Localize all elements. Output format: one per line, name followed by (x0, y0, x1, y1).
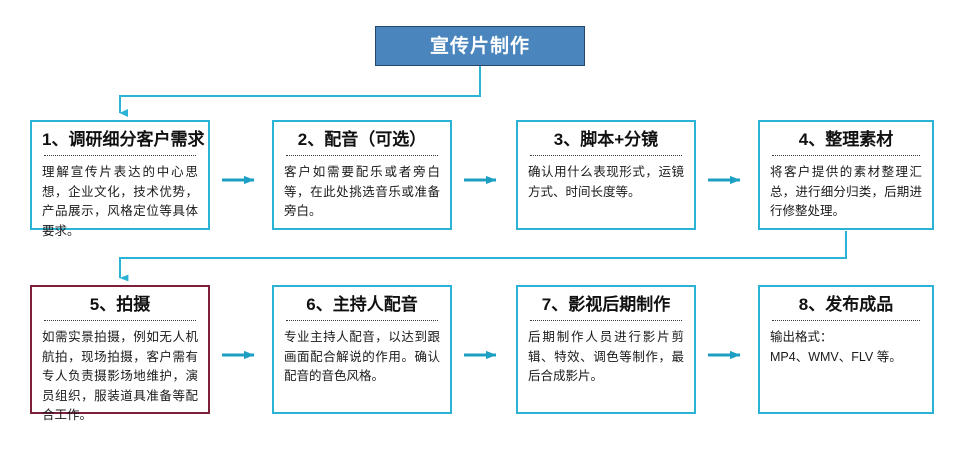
step-6-heading: 6、主持人配音 (306, 295, 418, 314)
diagram-title-text: 宣传片制作 (429, 35, 530, 57)
step-8-heading: 8、发布成品 (798, 295, 894, 314)
step-2-body: 客户如需要配乐或者旁白等，在此处挑选音乐或准备旁白。 (284, 165, 440, 219)
step-4-body: 将客户提供的素材整理汇总，进行细分归类，后期进行修整处理。 (770, 165, 922, 219)
step-box-4[interactable]: 4、整理素材 将客户提供的素材整理汇总，进行细分归类，后期进行修整处理。 (758, 120, 934, 230)
step-5-heading: 5、拍摄 (89, 295, 151, 314)
step-box-7[interactable]: 7、影视后期制作 后期制作人员进行影片剪辑、特效、调色等制作，最后合成影片。 (516, 285, 696, 414)
step-1-body: 理解宣传片表达的中心思想，企业文化，技术优势，产品展示，风格定位等具体要求。 (42, 165, 198, 238)
step-4-divider (772, 155, 920, 157)
step-6-body: 专业主持人配音，以达到跟画面配合解说的作用。确认配音的音色风格。 (284, 330, 440, 384)
diagram-title-box: 宣传片制作 (375, 26, 585, 66)
step-3-body: 确认用什么表现形式，运镜方式、时间长度等。 (528, 165, 684, 199)
step-8-body: 输出格式： MP4、WMV、FLV 等。 (770, 330, 902, 364)
step-2-divider (286, 155, 438, 157)
step-7-heading: 7、影视后期制作 (541, 295, 671, 314)
step-5-body: 如需实景拍摄，例如无人机航拍，现场拍摄，客户需有专人负责摄影场地维护，演员组织，… (42, 330, 198, 422)
step-8-divider (772, 320, 920, 322)
step-box-2[interactable]: 2、配音（可选） 客户如需要配乐或者旁白等，在此处挑选音乐或准备旁白。 (272, 120, 452, 230)
step-box-5[interactable]: 5、拍摄 如需实景拍摄，例如无人机航拍，现场拍摄，客户需有专人负责摄影场地维护，… (30, 285, 210, 422)
step-1-divider (44, 155, 196, 157)
step-box-3[interactable]: 3、脚本+分镜 确认用什么表现形式，运镜方式、时间长度等。 (516, 120, 696, 230)
step-7-divider (530, 320, 682, 322)
step-box-6[interactable]: 6、主持人配音 专业主持人配音，以达到跟画面配合解说的作用。确认配音的音色风格。 (272, 285, 452, 414)
step-7-body: 后期制作人员进行影片剪辑、特效、调色等制作，最后合成影片。 (528, 330, 684, 384)
step-3-heading: 3、脚本+分镜 (553, 130, 659, 149)
step-2-heading: 2、配音（可选） (297, 130, 427, 149)
step-4-heading: 4、整理素材 (798, 130, 894, 149)
step-3-divider (530, 155, 682, 157)
connector-title-to-step-1 (119, 66, 481, 117)
step-5-divider (44, 320, 196, 322)
step-box-8[interactable]: 8、发布成品 输出格式： MP4、WMV、FLV 等。 (758, 285, 934, 414)
step-1-heading: 1、调研细分客户需求 (42, 130, 205, 149)
step-6-divider (286, 320, 438, 322)
connector-step-4-to-step-5 (119, 231, 847, 282)
step-box-1[interactable]: 1、调研细分客户需求 理解宣传片表达的中心思想，企业文化，技术优势，产品展示，风… (30, 120, 210, 238)
